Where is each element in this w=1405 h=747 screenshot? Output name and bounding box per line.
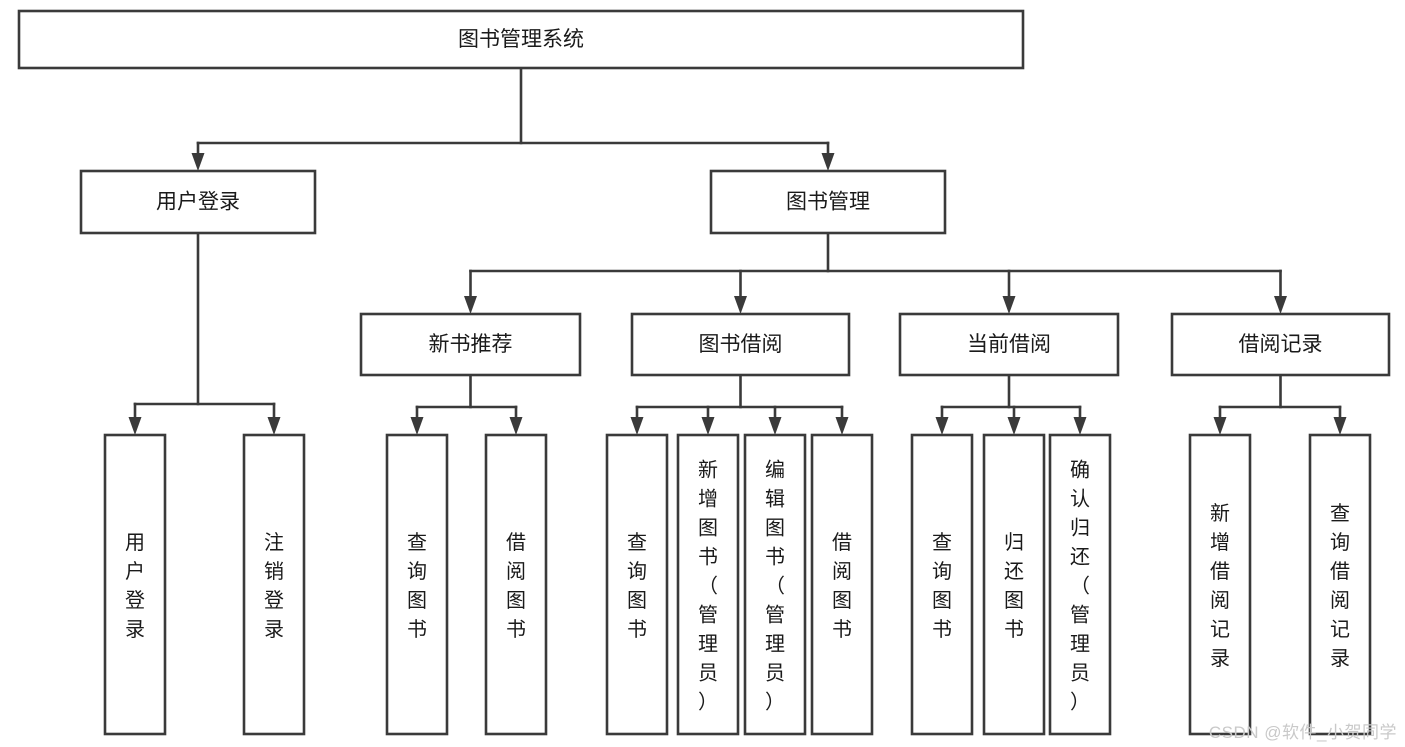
node-label: 新书推荐 bbox=[429, 333, 513, 356]
node-label: 编辑图书（管理员） bbox=[765, 459, 785, 714]
node-l3_1[interactable]: 图书借阅 bbox=[630, 312, 851, 377]
node-label: 图书管理系统 bbox=[458, 28, 584, 51]
node-label: 用户登录 bbox=[156, 191, 240, 214]
node-leaf_5[interactable]: 新增图书（管理员） bbox=[676, 433, 740, 736]
node-l3_0[interactable]: 新书推荐 bbox=[359, 312, 582, 377]
edge-group bbox=[410, 373, 523, 435]
edge-group bbox=[630, 373, 849, 435]
node-label: 借阅图书 bbox=[506, 531, 526, 641]
node-label: 查询图书 bbox=[407, 531, 427, 641]
node-label: 新增借阅记录 bbox=[1210, 502, 1230, 670]
node-leaf_9[interactable]: 归还图书 bbox=[982, 433, 1046, 736]
node-label: 新增图书（管理员） bbox=[698, 459, 718, 714]
edge-group bbox=[128, 231, 281, 435]
node-l2_0[interactable]: 用户登录 bbox=[79, 169, 317, 235]
node-l3_3[interactable]: 借阅记录 bbox=[1170, 312, 1391, 377]
node-leaf_1[interactable]: 注销登录 bbox=[242, 433, 306, 736]
node-leaf_3[interactable]: 借阅图书 bbox=[484, 433, 548, 736]
node-label: 注销登录 bbox=[264, 531, 284, 641]
node-label: 归还图书 bbox=[1004, 531, 1024, 641]
node-leaf_8[interactable]: 查询图书 bbox=[910, 433, 974, 736]
node-leaf_10[interactable]: 确认归还（管理员） bbox=[1048, 433, 1112, 736]
node-root[interactable]: 图书管理系统 bbox=[17, 9, 1025, 70]
node-leaf_7[interactable]: 借阅图书 bbox=[810, 433, 874, 736]
node-leaf_12[interactable]: 查询借阅记录 bbox=[1308, 433, 1372, 736]
edge-group bbox=[191, 66, 835, 171]
node-leaf_11[interactable]: 新增借阅记录 bbox=[1188, 433, 1252, 736]
node-label: 当前借阅 bbox=[967, 333, 1051, 356]
edge-group bbox=[464, 231, 1287, 314]
node-label: 图书管理 bbox=[786, 191, 870, 214]
node-l2_1[interactable]: 图书管理 bbox=[709, 169, 947, 235]
edge-group bbox=[1213, 373, 1347, 435]
node-leaf_4[interactable]: 查询图书 bbox=[605, 433, 669, 736]
watermark-label: CSDN @软件_小贺同学 bbox=[1208, 723, 1397, 742]
node-label: 借阅记录 bbox=[1239, 333, 1323, 356]
nodes-layer: 图书管理系统用户登录图书管理新书推荐图书借阅当前借阅借阅记录用户登录注销登录查询… bbox=[17, 9, 1391, 736]
node-l3_2[interactable]: 当前借阅 bbox=[898, 312, 1120, 377]
node-label: 查询借阅记录 bbox=[1330, 502, 1350, 670]
node-label: 用户登录 bbox=[125, 532, 145, 641]
edges-layer bbox=[128, 66, 1347, 435]
node-label: 查询图书 bbox=[627, 531, 647, 641]
node-leaf_6[interactable]: 编辑图书（管理员） bbox=[743, 433, 807, 736]
node-label: 确认归还（管理员） bbox=[1070, 459, 1090, 714]
node-label: 借阅图书 bbox=[832, 531, 852, 641]
node-label: 图书借阅 bbox=[699, 333, 783, 356]
edge-group bbox=[935, 373, 1087, 435]
node-leaf_2[interactable]: 查询图书 bbox=[385, 433, 449, 736]
node-leaf_0[interactable]: 用户登录 bbox=[103, 433, 167, 736]
node-label: 查询图书 bbox=[932, 531, 952, 641]
